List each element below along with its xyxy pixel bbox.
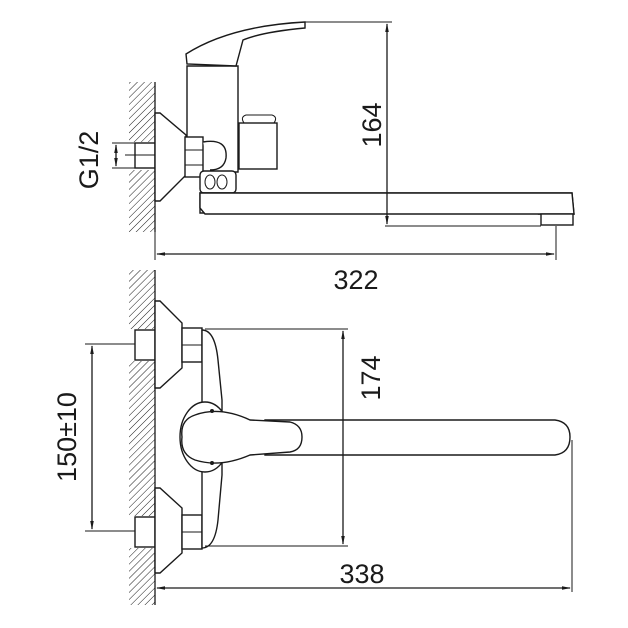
lower-inlet-pipe: [134, 516, 156, 548]
connection-nut: [184, 136, 204, 178]
thread-size-label: G1/2: [74, 131, 104, 190]
dimension-150-label: 150±10: [52, 392, 82, 482]
lever-handle-top: [181, 410, 303, 464]
wall-hatch-bottom: [129, 270, 155, 605]
lever-handle: [185, 21, 306, 67]
wall-flange: [154, 112, 187, 202]
dimension-338-label: 338: [339, 559, 384, 589]
spout-top: [264, 419, 571, 456]
diverter-box: [238, 122, 278, 170]
dimension-322-label: 322: [333, 265, 378, 295]
dimension-174-label: 174: [356, 355, 386, 400]
dimension-164-label: 164: [357, 102, 387, 147]
upper-flange: [154, 300, 183, 389]
side-view: 164 322 G1/2: [74, 21, 575, 295]
lower-flange: [154, 487, 183, 574]
upper-inlet-pipe: [134, 329, 156, 361]
top-view: 174 150±10 338: [52, 270, 573, 605]
aerator: [540, 213, 574, 226]
